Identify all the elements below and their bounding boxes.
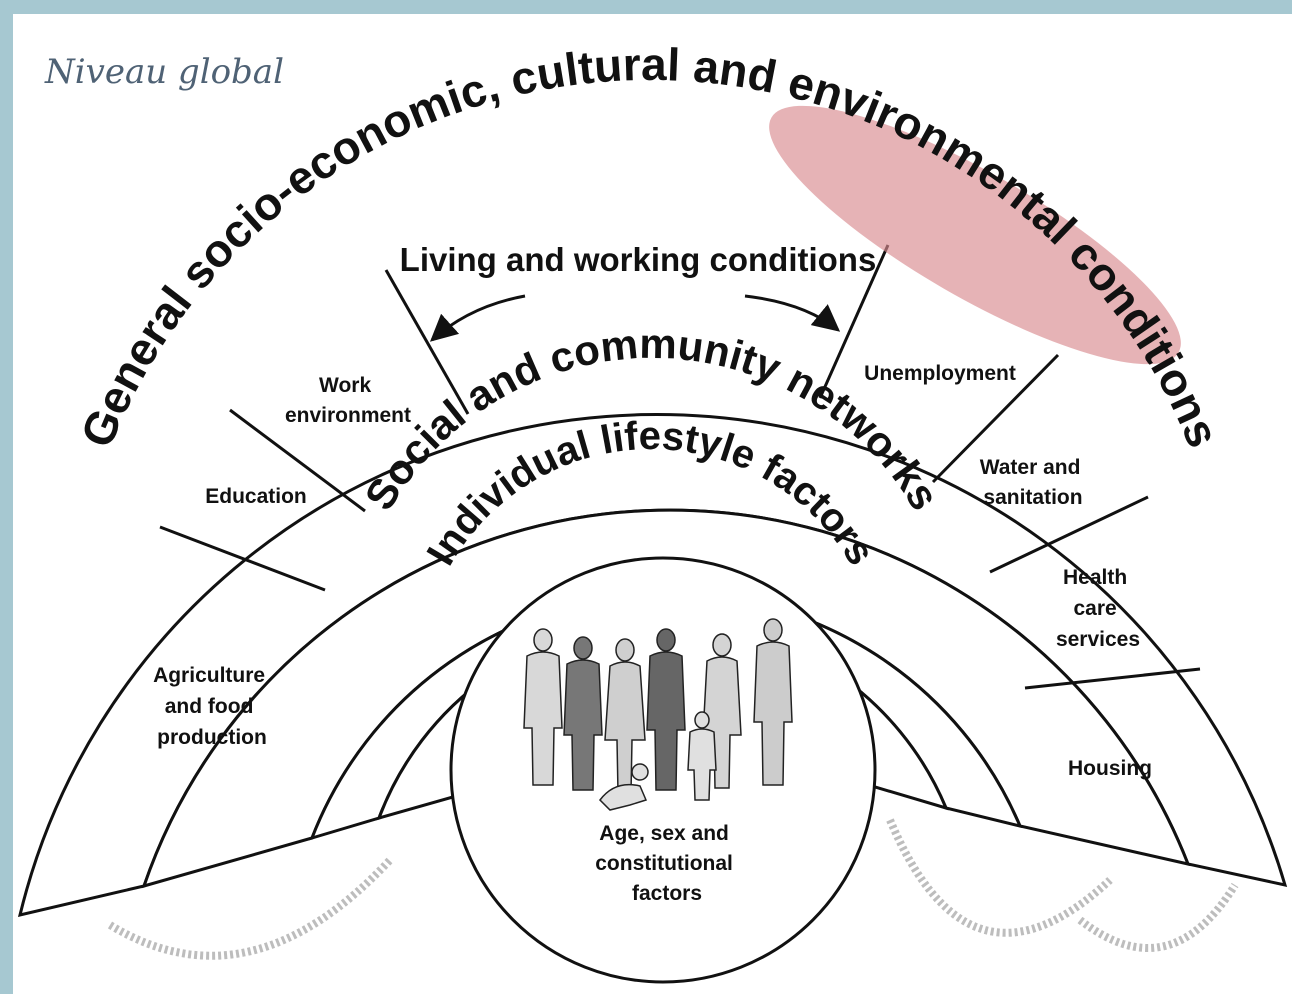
slide: Niveau global [13,14,1292,994]
factor-education: Education [205,485,307,508]
person-4 [646,628,686,791]
person-2 [563,636,603,791]
decorative-base-arcs [107,818,1239,960]
highlight-ellipse [769,105,1181,365]
living-working-label: Living and working conditions [400,241,877,278]
factor-agriculture: Agriculture and food production [153,664,271,749]
right-arrow [744,294,841,332]
core-label: Age, sex and constitutional factors [595,822,739,905]
slide-title: Niveau global [45,52,284,92]
factor-work-environment: Work environment [285,374,411,427]
left-arrow [429,294,526,342]
living-working-line-1: Living and working conditions [400,241,877,278]
person-6 [753,618,793,786]
factor-housing: Housing [1068,757,1152,780]
person-1 [523,628,563,786]
child [687,711,717,801]
factor-health-care: Health care services [1056,566,1140,651]
factor-unemployment: Unemployment [864,362,1016,385]
people-silhouettes [523,618,793,811]
factor-dividers [159,244,1201,690]
person-3 [604,638,646,794]
factor-water-sanitation: Water and sanitation [980,456,1087,509]
dahlgren-whitehead-rainbow-diagram: General socio-economic, cultural and env… [17,38,1288,984]
baby [599,763,649,811]
person-5 [702,633,742,789]
